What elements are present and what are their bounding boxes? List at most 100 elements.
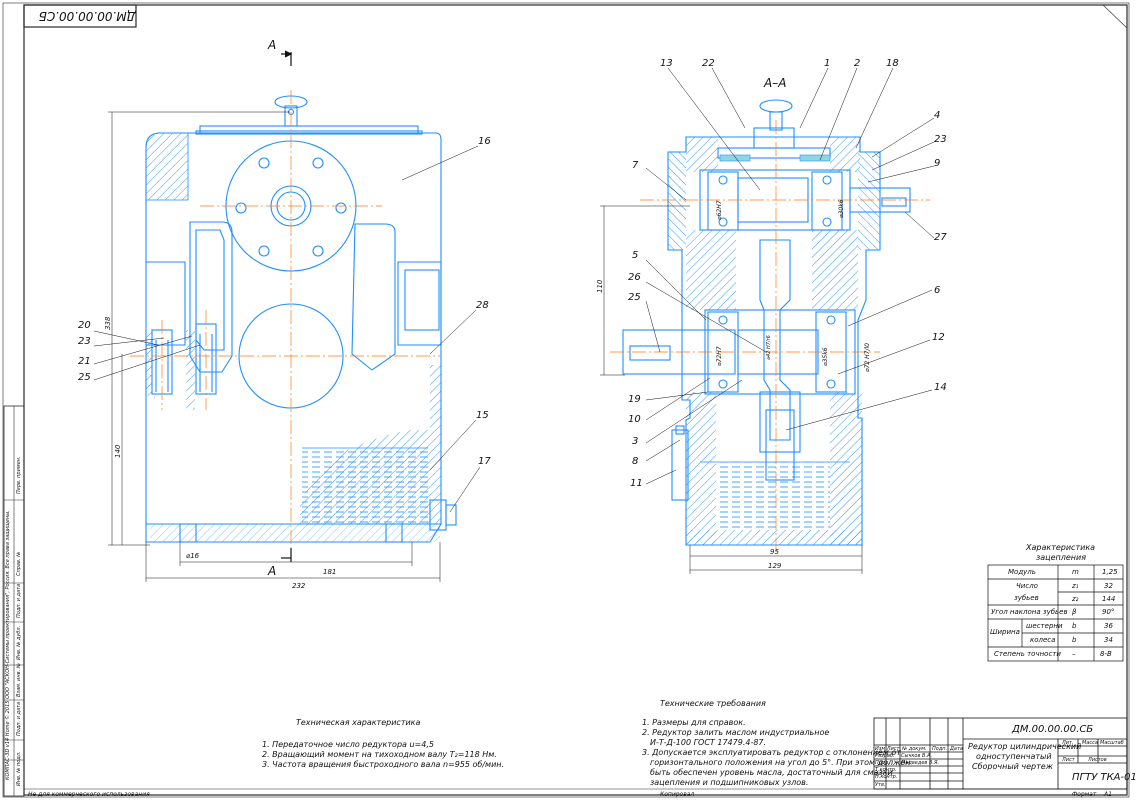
callout-21: 21: [78, 356, 91, 367]
tb-row-0-sign: Подп.: [932, 746, 948, 752]
tb-row-2-role: Пров.: [875, 760, 890, 766]
mesh-row-z1-val: 32: [1104, 582, 1113, 590]
tb-row-0-role: Изм Лист: [875, 746, 900, 752]
tb-row-2-name: Медведев В.Я.: [901, 760, 940, 766]
dim-140: 140: [114, 444, 122, 458]
mesh-table-grid: [987, 564, 1124, 662]
dim-95: 95: [770, 548, 779, 556]
dim-hole: ⌀16: [186, 552, 200, 560]
footer-copied: Копировал: [660, 791, 695, 798]
front-view-leaders: [93, 145, 481, 513]
tech-req-line-3: И-Т-Д-100 ГОСТ 17479.4-87.: [650, 738, 767, 747]
tb-row-3-role: Т.контр.: [875, 767, 897, 773]
callout-19: 19: [628, 394, 641, 405]
callout-25r: 25: [628, 292, 641, 303]
mesh-row-angle: Угол наклона зубьев: [991, 608, 1068, 616]
dim-129: 129: [768, 562, 782, 570]
section-view-axes: [610, 120, 930, 555]
tech-req-line-5: горизонтального положения на угол до 5°.…: [650, 758, 911, 767]
dim-bore-1: ⌀62H7: [716, 200, 723, 220]
mesh-row-precision-sym: –: [1072, 650, 1076, 658]
tech-req-line-6: быть обеспечен уровень масла, достаточны…: [650, 768, 893, 777]
callout-5: 5: [632, 250, 639, 261]
mesh-table-title-2: зацепления: [1036, 553, 1087, 562]
mesh-row-precision-val: 8-В: [1100, 650, 1112, 658]
side-cell-3: Инв. № дубл.: [16, 625, 22, 660]
title-block-mass: Масса: [1082, 740, 1098, 746]
title-block-name-3: Сборочный чертеж: [972, 762, 1053, 771]
mesh-row-angle-val: 90°: [1102, 608, 1115, 616]
side-cell-2: Подп. и дата: [16, 583, 22, 618]
section-view-dimensions: [600, 205, 863, 574]
callout-11: 11: [630, 478, 643, 489]
tb-row-1-name: Сычков В.А.: [901, 753, 933, 759]
tb-row-4-role: Н.контр.: [875, 774, 898, 780]
mesh-row-angle-sym: β: [1072, 608, 1077, 616]
front-view-axes: [130, 90, 440, 555]
dim-bore-4: ⌀35k6: [822, 347, 829, 366]
dim-110: 110: [596, 279, 604, 293]
callout-28: 28: [476, 300, 489, 311]
title-block-grid: [873, 717, 1128, 790]
callout-14: 14: [934, 382, 947, 393]
title-block-org: ПГТУ ТКА-01: [1072, 772, 1137, 783]
tech-char-line-2: 2. Вращающий момент на тихоходном валу Т…: [262, 750, 497, 759]
mirrored-stamp: ДМ.00.00.00.СБ: [38, 9, 136, 23]
callout-7: 7: [632, 160, 639, 171]
callout-23: 23: [78, 336, 91, 347]
front-view-dimensions: [108, 111, 441, 582]
callout-2: 2: [854, 58, 861, 69]
callout-25: 25: [78, 372, 91, 383]
tech-char-line-3: 3. Частота вращения быстроходного вала n…: [262, 760, 505, 769]
tech-char-title: Техническая характеристика: [296, 718, 421, 727]
mesh-row-pinion: шестерни: [1026, 622, 1063, 630]
tb-row-1-role: Разраб.: [875, 753, 895, 759]
callout-15: 15: [476, 410, 489, 421]
mesh-row-teeth-2: зубьев: [1014, 594, 1039, 602]
dim-181: 181: [323, 568, 337, 576]
tech-req-line-4: 3. Допускается эксплуатировать редуктор …: [642, 748, 901, 757]
mesh-row-module: Модуль: [1008, 568, 1036, 576]
footer-format: Формат: [1072, 791, 1097, 798]
section-title: А–А: [764, 76, 787, 90]
title-block-sheet: Лист: [1062, 757, 1075, 763]
dim-bore-5: ⌀72 H7/l0: [864, 343, 871, 372]
mesh-row-wheel: колеса: [1030, 636, 1056, 644]
callout-16: 16: [478, 136, 491, 147]
callout-22: 22: [702, 58, 715, 69]
side-cell-1: Справ. №: [16, 551, 22, 576]
section-view-hatching: [668, 137, 880, 545]
title-block-lit: Лит.: [1062, 740, 1074, 746]
side-cell-4: Взам. инв. №: [16, 663, 22, 697]
mesh-row-module-val: 1,25: [1102, 568, 1118, 576]
dim-bore-2: ⌀30k6: [838, 199, 845, 218]
dim-bore-3: ⌀72H7: [716, 346, 723, 366]
callout-23r: 23: [934, 134, 947, 145]
callout-13: 13: [660, 58, 673, 69]
callout-4: 4: [934, 110, 941, 121]
mesh-row-z2-sym: z₂: [1072, 595, 1079, 603]
title-block-sheets: Листов: [1088, 757, 1107, 763]
mesh-row-pinion-sym: b: [1072, 622, 1077, 630]
mesh-row-pinion-val: 36: [1104, 622, 1113, 630]
mesh-row-z1-sym: z₁: [1072, 582, 1079, 590]
dim-bore-6: ⌀42 H7/r6: [766, 335, 772, 360]
callout-10: 10: [628, 414, 641, 425]
title-block-scale: Масштаб: [1100, 740, 1124, 746]
mesh-row-wheel-val: 34: [1104, 636, 1113, 644]
callout-18: 18: [886, 58, 899, 69]
mesh-row-wheel-sym: b: [1072, 636, 1077, 644]
tech-req-line-1: 1. Размеры для справок.: [642, 718, 746, 727]
callout-26: 26: [628, 272, 641, 283]
callout-20: 20: [78, 320, 91, 331]
mesh-table-title-1: Характеристика: [1026, 543, 1096, 552]
callout-3: 3: [632, 436, 639, 447]
tech-req-line-7: зацепления и подшипниковых узлов.: [650, 778, 809, 787]
tech-char-line-1: 1. Передаточное число редуктора u=4,5: [262, 740, 434, 749]
mesh-row-precision: Степень точности: [994, 650, 1061, 658]
callout-8: 8: [632, 456, 639, 467]
side-cell-5: Подп. и дата: [16, 701, 22, 736]
section-view-leaders: [645, 67, 935, 485]
